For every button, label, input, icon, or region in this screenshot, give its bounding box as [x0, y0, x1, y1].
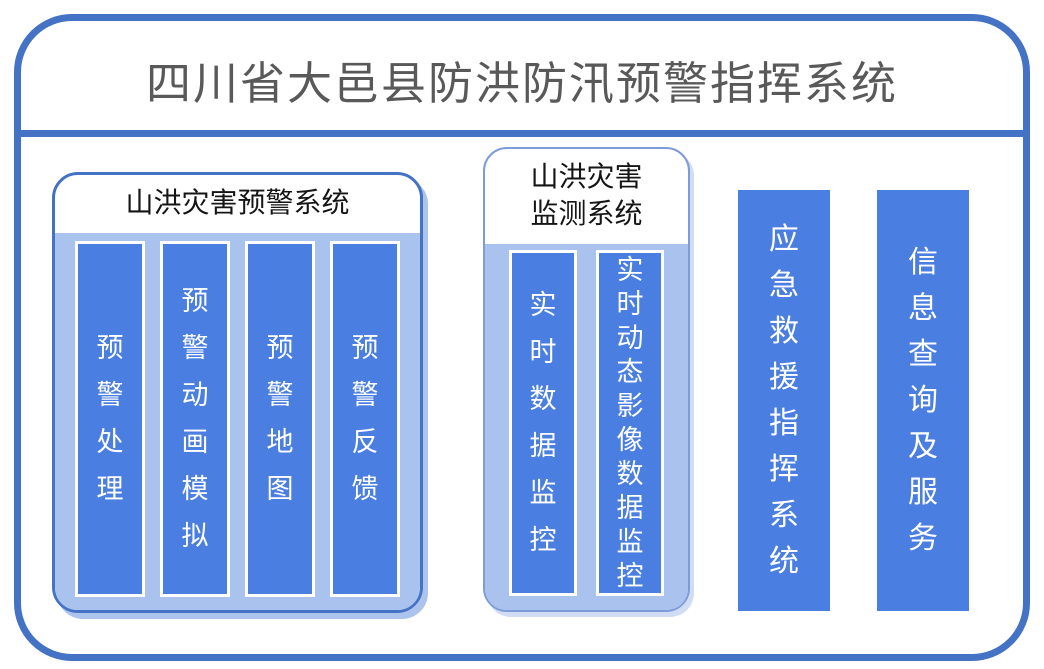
group-flood-monitoring-title: 山洪灾害 监测系统 — [530, 162, 643, 230]
module-warning-map: 预警地图 — [245, 241, 315, 597]
group-flood-warning-system: 山洪灾害预警系统 预警处理 预警动画模拟 预警地图 预警反馈 — [52, 172, 423, 613]
module-realtime-dynamic-video-data-monitoring: 实时动态影像数据监控 — [596, 250, 664, 596]
group-flood-warning-body: 预警处理 预警动画模拟 预警地图 预警反馈 — [55, 233, 420, 610]
diagram-title: 四川省大邑县防洪防汛预警指挥系统 — [145, 58, 898, 109]
group-flood-monitoring-system: 山洪灾害 监测系统 实时数据监控 实时动态影像数据监控 — [483, 147, 690, 612]
group-flood-monitoring-body: 实时数据监控 实时动态影像数据监控 — [485, 244, 688, 610]
group-flood-warning-title: 山洪灾害预警系统 — [125, 188, 350, 219]
module-information-query-and-service: 信息查询及服务 — [877, 190, 969, 611]
title-divider-line — [21, 130, 1023, 137]
outer-frame: 四川省大邑县防洪防汛预警指挥系统 山洪灾害预警系统 预警处理 预警动画模拟 预警… — [14, 14, 1030, 661]
module-warning-feedback: 预警反馈 — [330, 241, 400, 597]
module-realtime-data-monitoring: 实时数据监控 — [509, 250, 577, 596]
module-warning-animation-simulation: 预警动画模拟 — [160, 241, 230, 597]
module-warning-processing: 预警处理 — [75, 241, 145, 597]
module-emergency-rescue-command-system: 应急救援指挥系统 — [738, 190, 830, 611]
